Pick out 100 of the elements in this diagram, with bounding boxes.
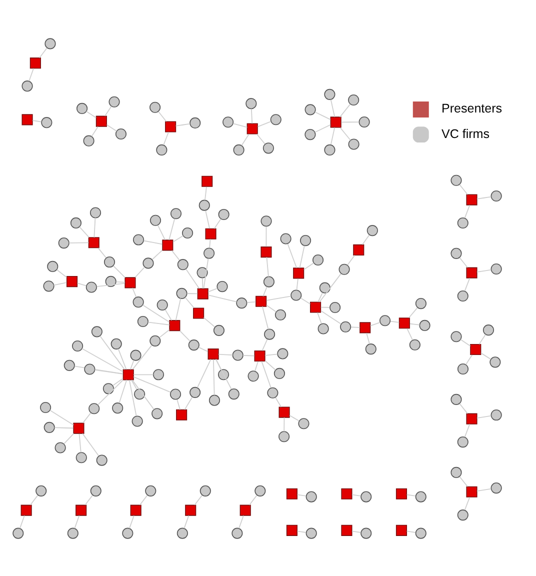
node-circle	[40, 401, 52, 413]
node-circle	[156, 298, 168, 310]
node-circle	[216, 280, 228, 292]
node-circle	[76, 452, 87, 463]
node-circle	[232, 349, 244, 360]
node-circle	[198, 199, 210, 210]
connector	[314, 111, 331, 120]
node-box	[396, 524, 408, 536]
node-circle	[450, 330, 462, 342]
node-circle	[108, 96, 120, 107]
connector	[216, 358, 232, 390]
connector	[91, 126, 98, 136]
connector	[118, 378, 128, 403]
node-circle	[152, 368, 164, 380]
node-circle	[67, 527, 78, 538]
connector	[100, 335, 125, 370]
node-circle	[450, 247, 462, 258]
connector	[460, 338, 471, 346]
node-circle	[204, 247, 215, 258]
node-circle	[274, 367, 285, 378]
node-circle	[450, 393, 462, 404]
node-circle	[490, 262, 502, 274]
connector	[39, 47, 48, 58]
node-circle	[365, 343, 376, 354]
connector	[148, 321, 170, 325]
node-box	[256, 295, 267, 306]
node-circle	[90, 484, 102, 496]
connector	[464, 423, 470, 437]
node-box	[398, 317, 410, 328]
node-box	[73, 422, 84, 434]
connector	[464, 277, 470, 291]
connector	[74, 514, 80, 528]
node-circle	[44, 38, 56, 49]
node-circle	[264, 328, 276, 340]
node-circle	[490, 482, 502, 494]
connector	[134, 266, 146, 278]
connector	[459, 402, 468, 414]
node-circle	[306, 490, 317, 502]
connector	[459, 256, 468, 268]
node-box	[122, 368, 134, 380]
connector	[266, 295, 292, 300]
connector	[339, 103, 351, 118]
node-circle	[419, 319, 430, 330]
node-circle	[58, 237, 70, 248]
node-circle	[318, 322, 329, 334]
node-circle	[196, 266, 208, 278]
connector	[164, 308, 172, 320]
node-circle	[298, 418, 310, 429]
node-circle	[290, 289, 302, 300]
node-circle	[360, 527, 372, 538]
node-circle	[319, 282, 330, 293]
node-circle	[312, 254, 324, 266]
node-circle	[267, 386, 278, 398]
node-circle	[22, 80, 33, 92]
connector	[300, 297, 311, 304]
node-box	[396, 488, 408, 499]
node-box	[20, 504, 32, 516]
node-box	[185, 504, 196, 516]
node-circle	[12, 527, 24, 538]
node-box	[470, 343, 482, 355]
connector	[289, 414, 300, 421]
connector	[232, 122, 248, 128]
node-circle	[415, 298, 426, 309]
connector	[287, 243, 298, 268]
connector	[296, 278, 298, 290]
connector	[172, 234, 184, 242]
node-circle	[70, 216, 82, 228]
connector	[203, 258, 209, 288]
node-box	[66, 276, 78, 287]
node-circle	[188, 339, 200, 350]
node-circle	[102, 382, 114, 394]
node-circle	[324, 144, 336, 155]
connector	[54, 426, 74, 428]
connector	[362, 234, 370, 245]
connector	[264, 360, 276, 370]
node-circle	[170, 208, 182, 219]
node-box	[88, 236, 100, 248]
node-circle	[213, 324, 225, 336]
node-circle	[304, 128, 316, 140]
connector	[266, 256, 269, 277]
connector	[76, 282, 86, 286]
legend-label: VC firms	[441, 126, 490, 140]
connector	[159, 328, 170, 338]
connector	[296, 530, 306, 532]
node-circle	[366, 224, 378, 236]
connector	[340, 121, 360, 122]
connector	[250, 108, 253, 124]
node-box	[278, 406, 290, 418]
connector	[152, 249, 163, 260]
connector	[262, 286, 268, 296]
node-circle	[150, 214, 162, 226]
node-circle	[122, 527, 134, 538]
connector	[406, 494, 416, 496]
node-box	[240, 504, 251, 516]
node-circle	[64, 359, 75, 370]
connector	[32, 120, 42, 122]
node-circle	[457, 436, 468, 448]
node-circle	[254, 484, 266, 496]
node-circle	[43, 280, 54, 292]
connector	[186, 292, 198, 294]
